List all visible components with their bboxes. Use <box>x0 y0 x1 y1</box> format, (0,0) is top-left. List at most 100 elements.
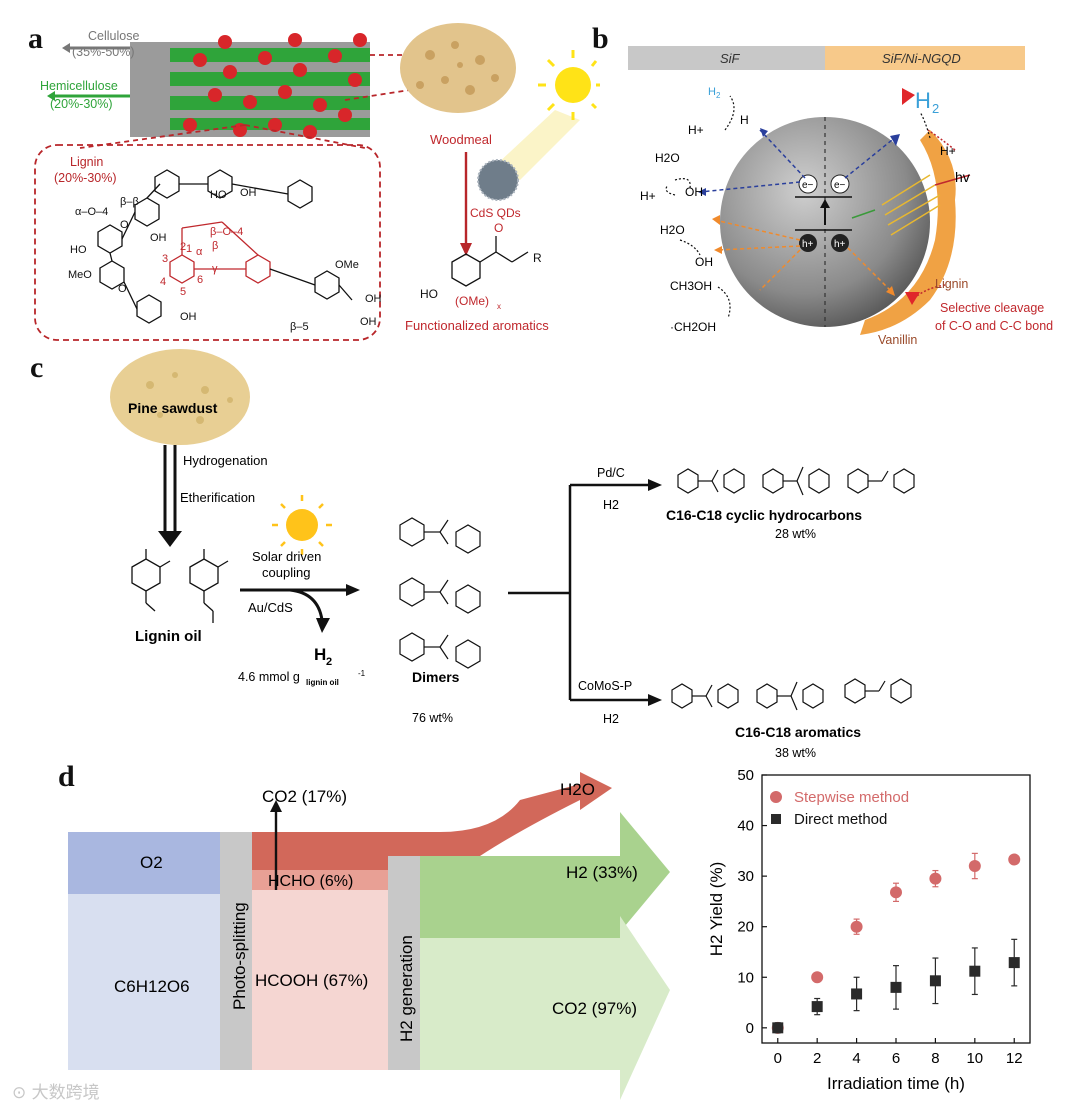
ome-sub: x <box>497 302 501 311</box>
rate-label: 4.6 mmol g <box>238 670 300 684</box>
sif-label: SiF <box>720 51 741 66</box>
aromatics-pct: 38 wt% <box>775 746 816 760</box>
point-direct-4 <box>929 975 941 987</box>
hv-label: hv <box>955 169 970 185</box>
sif-bar <box>628 46 825 70</box>
bond-bo4: β–O–4 <box>210 226 243 238</box>
h2-top-label: H2 <box>603 498 619 512</box>
pine-sawdust-label: Pine sawdust <box>128 400 218 416</box>
cyclic-hydrocarbons <box>677 466 915 496</box>
panel-a: a Cellulose (35%-50%) Hemicellulose <box>0 0 600 345</box>
x-tick-label-4: 8 <box>931 1050 939 1067</box>
lignin-pct: (20%-30%) <box>54 171 117 185</box>
legend-marker-1 <box>771 814 781 824</box>
aromatics-label: C16-C18 aromatics <box>735 724 861 740</box>
h2-bottom-label: H2 <box>603 712 619 726</box>
watermark-text: 大数跨境 <box>31 1083 100 1103</box>
aucds-label: Au/CdS <box>248 600 293 615</box>
woodmeal-pile <box>400 23 516 113</box>
point-stepwise-1 <box>811 971 824 984</box>
h2-left-sub: 2 <box>716 91 721 100</box>
x-tick-label-1: 2 <box>813 1050 821 1067</box>
panel-b: b SiF SiF/Ni-NGQD e− e− h+ h+ <box>592 0 1080 347</box>
dimers-pct: 76 wt% <box>412 711 453 725</box>
r-group: R <box>533 251 542 265</box>
pine-sawdust-pile <box>110 349 250 445</box>
struct-ho-2: HO <box>210 189 227 201</box>
greek-gamma: γ <box>212 263 218 275</box>
ring-num-6: 6 <box>197 274 203 286</box>
hplus-3: H+ <box>640 189 656 203</box>
legend-marker-0 <box>770 791 782 803</box>
solar-label-1: Solar driven <box>252 549 321 564</box>
cds-qds-label: CdS QDs <box>470 206 521 220</box>
pdc-label: Pd/C <box>597 466 625 480</box>
ring-num-4: 4 <box>160 276 166 288</box>
cyclic-label: C16-C18 cyclic hydrocarbons <box>666 507 862 523</box>
ome-group: (OMe) <box>455 294 489 308</box>
panel-label-c: c <box>30 351 44 384</box>
cellulose-label: Cellulose <box>88 29 139 43</box>
ring-num-3: 3 <box>162 253 168 265</box>
glucose-block <box>68 894 220 1070</box>
struct-o-2: O <box>118 283 127 295</box>
point-stepwise-4 <box>929 872 942 885</box>
sankey-diagram: O2 C6H12O6 Photo-splitting CO2 (17%) HCH… <box>68 772 670 1100</box>
y-tick-label-3: 30 <box>737 868 754 885</box>
functionalized-label: Functionalized aromatics <box>405 318 549 333</box>
lignin-box <box>34 144 381 341</box>
x-tick-label-5: 10 <box>966 1050 983 1067</box>
point-direct-3 <box>890 981 902 993</box>
panel-b-figure: SiF SiF/Ni-NGQD e− e− h+ h+ <box>628 46 1053 347</box>
struct-o-1: O <box>120 219 129 231</box>
hydrogenation-label: Hydrogenation <box>183 453 268 468</box>
panel-a-figure: Cellulose (35%-50%) Hemicellulose (20%-3… <box>34 23 600 341</box>
ch3oh: CH3OH <box>670 279 712 293</box>
co2-97-label: CO2 (97%) <box>552 999 637 1018</box>
co2-17-label: CO2 (17%) <box>262 787 347 806</box>
h2-evolution-icon <box>902 88 915 105</box>
h2-left: H <box>708 86 716 98</box>
ch2oh: ·CH2OH <box>670 320 716 334</box>
panel-label-d: d <box>58 760 75 793</box>
panel-label-b: b <box>592 22 609 55</box>
h2-sub-c: 2 <box>326 656 332 668</box>
dimer-molecules <box>399 517 481 669</box>
x-axis-label: Irradiation time (h) <box>827 1074 965 1093</box>
struct-oh-4: OH <box>360 316 377 328</box>
struct-oh-1: OH <box>150 232 167 244</box>
y-axis-label: H2 Yield (%) <box>707 862 726 956</box>
greek-alpha: α <box>196 246 203 258</box>
vanillin-arrow-icon <box>905 292 920 305</box>
x-tick-label-3: 6 <box>892 1050 900 1067</box>
etherification-label: Etherification <box>180 490 255 505</box>
sif-ni-bar <box>825 46 1025 70</box>
struct-meo: MeO <box>68 269 92 281</box>
o2-label: O2 <box>140 853 163 872</box>
lignin-oil-molecules <box>131 549 229 623</box>
watermark-icon: ⊙ <box>12 1083 27 1103</box>
h2-flow <box>420 812 670 938</box>
lignin-structure <box>97 169 353 324</box>
greek-beta: β <box>212 240 218 252</box>
y-tick-label-2: 20 <box>737 919 754 936</box>
co2-flow <box>420 916 670 1100</box>
hcho-flow <box>252 870 388 890</box>
photo-splitting-bar <box>220 832 252 1070</box>
hplus-1: H+ <box>688 123 704 137</box>
sif-ni-label: SiF/Ni-NGQD <box>882 51 961 66</box>
h2-generation-bar <box>388 856 420 1070</box>
cellulose-pct: (35%-50%) <box>72 45 135 59</box>
selective-2: of C-O and C-C bond <box>935 319 1053 333</box>
comos-label: CoMoS-P <box>578 679 632 693</box>
selective-1: Selective cleavage <box>940 301 1044 315</box>
hemicellulose-pct: (20%-30%) <box>50 97 113 111</box>
struct-oh-5: OH <box>240 187 257 199</box>
panel-label-a: a <box>28 22 43 55</box>
hcooh-label: HCOOH (67%) <box>255 971 368 990</box>
hole-2: h+ <box>834 239 846 250</box>
point-direct-2 <box>851 988 863 1000</box>
sun-icon-c <box>272 495 332 555</box>
y-tick-label-5: 50 <box>737 767 754 784</box>
